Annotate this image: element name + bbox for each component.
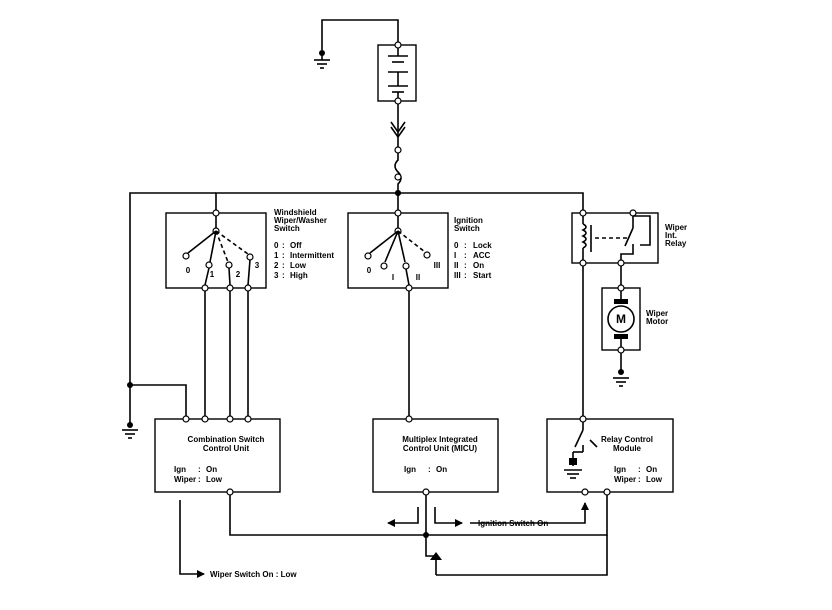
- combination-switch-control-unit: Combination Switch Control Unit Ign: On W…: [154, 415, 281, 496]
- svg-text::: :: [282, 271, 285, 280]
- svg-text:Wiper/Washer: Wiper/Washer: [274, 216, 327, 225]
- svg-text:Switch: Switch: [454, 224, 480, 233]
- ignition-pos-3: III: [434, 261, 441, 270]
- svg-text:Wiper: Wiper: [665, 223, 687, 232]
- ignition-switch-title: Ignition Switch: [454, 216, 483, 233]
- svg-text:On: On: [206, 465, 217, 474]
- svg-text:Ign: Ign: [174, 465, 186, 474]
- battery: [314, 19, 417, 105]
- svg-text::: :: [282, 241, 285, 250]
- svg-text::: :: [464, 241, 467, 250]
- ignition-signal-arrows: Ignition Switch On: [387, 502, 589, 528]
- svg-text:Off: Off: [290, 241, 302, 250]
- wiper-relay-title: Wiper Int. Relay: [665, 223, 687, 248]
- wiper-int-relay: [571, 209, 659, 267]
- svg-text:On: On: [646, 465, 657, 474]
- ground-symbol-motor: [613, 353, 629, 387]
- svg-text:Low: Low: [646, 475, 663, 484]
- wiper-switch-title: Windshield Wiper/Washer Switch: [274, 208, 327, 233]
- svg-text:Low: Low: [290, 261, 307, 270]
- svg-text::: :: [464, 251, 467, 260]
- ignition-pos-2: II: [416, 273, 420, 282]
- left-ground-loop: [122, 192, 216, 439]
- svg-text:0: 0: [274, 241, 279, 250]
- ignition-pos-0: 0: [367, 266, 372, 275]
- wiper-washer-switch: 0 1 2 3: [165, 209, 267, 292]
- svg-text:Switch: Switch: [274, 224, 300, 233]
- svg-text:Low: Low: [206, 475, 223, 484]
- svg-text:I: I: [454, 251, 456, 260]
- svg-text:III: III: [454, 271, 461, 280]
- wiper-switch-pos-2: 2: [236, 270, 241, 279]
- svg-text:Relay: Relay: [665, 239, 687, 248]
- wiper-switch-legend: 0: Off 1: Intermittent 2: Low 3: High: [274, 241, 334, 280]
- wiper-switch-pos-3: 3: [255, 261, 260, 270]
- svg-text:On: On: [473, 261, 484, 270]
- ignition-switch: 0 I II III: [347, 209, 449, 292]
- svg-text::: :: [282, 261, 285, 270]
- svg-text::: :: [638, 475, 641, 484]
- svg-text::: :: [198, 475, 201, 484]
- ignition-signal-label: Ignition Switch On: [478, 519, 548, 528]
- svg-text:Motor: Motor: [646, 317, 668, 326]
- svg-text:Ign: Ign: [404, 465, 416, 474]
- svg-text:On: On: [436, 465, 447, 474]
- svg-text:High: High: [290, 271, 308, 280]
- svg-text:3: 3: [274, 271, 279, 280]
- svg-text:Windshield: Windshield: [274, 208, 317, 217]
- ignition-switch-legend: 0: Lock I: ACC II: On III: Start: [454, 241, 492, 280]
- svg-text:Control Unit (MICU): Control Unit (MICU): [403, 444, 478, 453]
- svg-text:Relay Control: Relay Control: [601, 435, 653, 444]
- svg-text:Wiper: Wiper: [614, 475, 636, 484]
- svg-text:Wiper: Wiper: [174, 475, 196, 484]
- svg-text:Int.: Int.: [665, 231, 677, 240]
- connector-and-fuse: [390, 104, 406, 196]
- svg-text:ACC: ACC: [473, 251, 491, 260]
- svg-text:2: 2: [274, 261, 279, 270]
- wiper-signal-arrow: Wiper Switch On : Low: [179, 500, 297, 579]
- ground-symbol-top: [314, 53, 330, 69]
- svg-text:Module: Module: [613, 444, 642, 453]
- svg-text::: :: [198, 465, 201, 474]
- svg-text:Control Unit: Control Unit: [203, 444, 250, 453]
- wiper-motor-title: Wiper Motor: [646, 309, 668, 326]
- svg-text:Intermittent: Intermittent: [290, 251, 334, 260]
- wiper-switch-pos-1: 1: [210, 270, 215, 279]
- ignition-pos-1: I: [392, 273, 394, 282]
- svg-text:Start: Start: [473, 271, 492, 280]
- svg-text:Ignition: Ignition: [454, 216, 483, 225]
- svg-text:Combination Switch: Combination Switch: [188, 435, 265, 444]
- svg-text::: :: [428, 465, 431, 474]
- svg-text::: :: [282, 251, 285, 260]
- svg-text:1: 1: [274, 251, 279, 260]
- multiplex-bus: [229, 495, 608, 576]
- motor-symbol: M: [616, 312, 626, 326]
- switch-output-wires: [204, 266, 584, 416]
- svg-text::: :: [638, 465, 641, 474]
- svg-text::: :: [464, 271, 467, 280]
- wiper-switch-pos-0: 0: [186, 266, 191, 275]
- svg-text:Wiper: Wiper: [646, 309, 668, 318]
- wiper-motor: M: [601, 284, 641, 354]
- relay-control-module: Relay Control Module Ign: On Wiper: Low: [546, 415, 674, 496]
- svg-text:Multiplex Integrated: Multiplex Integrated: [402, 435, 478, 444]
- wiper-signal-label: Wiper Switch On : Low: [210, 570, 297, 579]
- svg-text:II: II: [454, 261, 458, 270]
- svg-text:Lock: Lock: [473, 241, 492, 250]
- svg-text:Ign: Ign: [614, 465, 626, 474]
- micu-control-unit: Multiplex Integrated Control Unit (MICU)…: [372, 415, 499, 496]
- svg-text::: :: [464, 261, 467, 270]
- svg-text:0: 0: [454, 241, 459, 250]
